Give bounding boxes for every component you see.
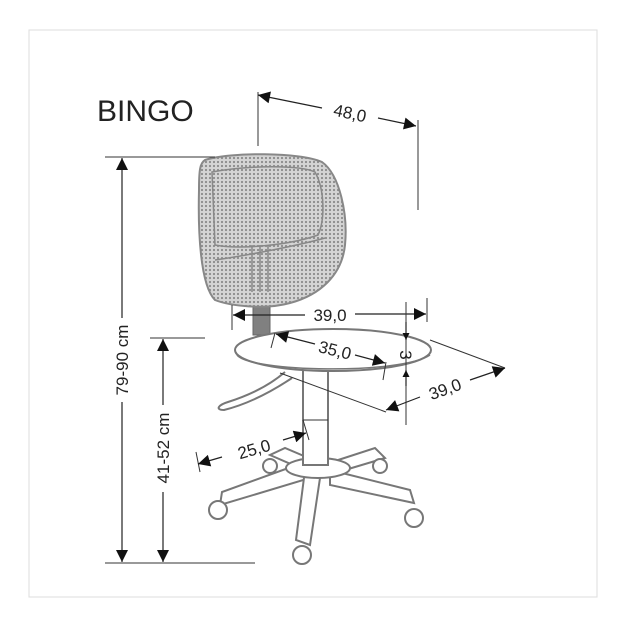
dimension-seat-width: 39,0 [313, 306, 346, 325]
dimension-seat-depth: 39,0 [426, 375, 464, 404]
caster-wheel [372, 458, 388, 474]
dimension-depth-total: 48,0 [332, 101, 368, 126]
backrest-mesh [197, 153, 347, 308]
dimension-lines [105, 91, 506, 564]
chair-illustration [197, 153, 432, 565]
caster-wheel [292, 545, 312, 565]
dimension-seat-height: 41-52 cm [154, 413, 173, 484]
caster-wheel [404, 508, 424, 528]
caster-wheel [262, 458, 278, 474]
dimension-height-total: 79-90 cm [113, 325, 132, 396]
dimension-seat-thickness: 3 [396, 350, 415, 359]
caster-wheel [208, 500, 228, 520]
frame-border [28, 29, 598, 598]
product-title: BINGO [97, 95, 194, 128]
